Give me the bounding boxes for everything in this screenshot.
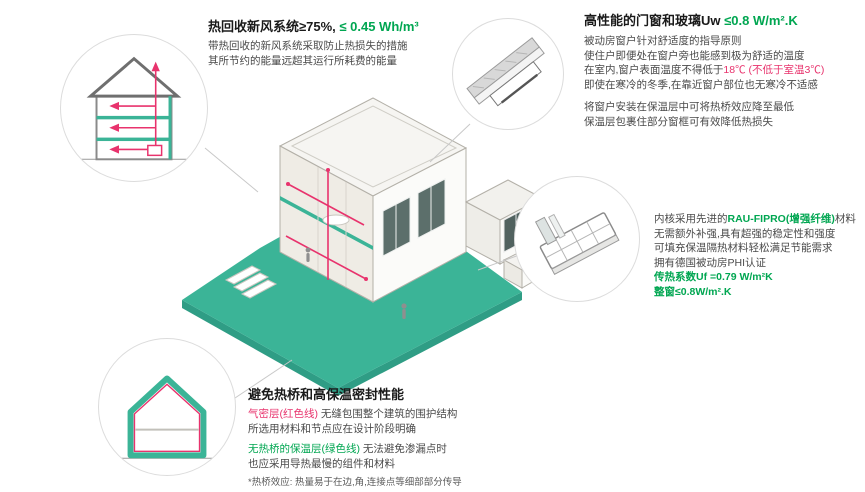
windows-title: 高性能的门窗和玻璃Uw ≤0.8 W/m².K (584, 12, 862, 29)
callout-windows: 高性能的门窗和玻璃Uw ≤0.8 W/m².K 被动房窗户针对舒适度的指导原则 … (584, 12, 862, 129)
heat-recovery-line2: 其所节约的能量远超其运行所耗费的能量 (208, 54, 397, 67)
window-corner-drawing (466, 37, 545, 107)
house-windows (382, 178, 446, 257)
thermal-line3-rest: 无法避免渗漏点时 (360, 443, 447, 455)
insulated-wall-strip (168, 96, 172, 160)
person-figure (305, 247, 407, 319)
heat-recovery-title: 热回收新风系统≥75%, ≤ 0.45 Wh/m³ (208, 18, 478, 35)
house-cutaway-illustration (168, 84, 548, 399)
windows-line1: 被动房窗户针对舒适度的指导原则 (584, 35, 742, 47)
windows-line3-main: 在室内,窗户表面温度不得低于 (584, 64, 724, 76)
thermal-line1: 气密层(红色线) 无缝包围整个建筑的围护结构 (248, 407, 568, 422)
ventilation-ducts (285, 168, 368, 281)
heat-recovery-unit (147, 144, 163, 157)
thermal-line2: 所选用材料和节点应在设计阶段明确 (248, 422, 416, 435)
callout-thermal: 避免热桥和高保温密封性能 气密层(红色线) 无缝包围整个建筑的围护结构 所选用材… (248, 386, 568, 491)
heat-recovery-section-drawing (78, 56, 190, 161)
thermal-insulation-label: 无热桥的保温层(绿色线) (248, 443, 360, 455)
profile-line2: 无需额外补强,具有超强的稳定性和强度 (654, 227, 836, 240)
frame-profile-detail-circle (514, 176, 640, 302)
airtight-layer-line (133, 383, 201, 453)
heat-recovery-line1: 带热回收的新风系统采取防止热损失的措施 (208, 40, 408, 52)
windows-line6: 保温层包裹住部分窗框可有效降低热损失 (584, 115, 773, 128)
air-flow-arrows (109, 61, 160, 156)
stairs (224, 265, 278, 299)
windows-line5: 将窗户安装在保温层中可将热桥效应降至最低 (584, 101, 794, 113)
heat-recovery-title-value: ≤ 0.45 Wh/m³ (335, 19, 419, 34)
profile-line3: 可填充保温隔热材料轻松满足节能需求 (654, 242, 833, 254)
windows-line3-temp: 18℃ (不低于室温3℃) (723, 64, 825, 76)
thermal-envelope-drawing (110, 375, 224, 459)
callout-profile: 内核采用先进的RAU-FIPRO(增强纤维)材料 无需额外补强,具有超强的稳定性… (654, 212, 864, 299)
windows-title-main: 高性能的门窗和玻璃Uw (584, 13, 725, 28)
spacer (584, 92, 862, 100)
profile-line1: 内核采用先进的RAU-FIPRO(增强纤维)材料 (654, 212, 864, 227)
profile-uw-value: 整窗≤0.8W/m².K (654, 285, 732, 298)
thermal-line4: 也应采用导热最慢的组件和材料 (248, 457, 395, 470)
house-interior (280, 167, 373, 287)
windows-line2: 使住户即便处在窗户旁也能感到极为舒适的温度 (584, 49, 805, 62)
profile-line1-suffix: 材料 (834, 213, 856, 225)
insulation-layer-line (127, 375, 207, 459)
thermal-footnote: *热桥效应: 热量易于在边,角,连接点等细部部分传导 (248, 477, 462, 488)
callout-heat-recovery: 热回收新风系统≥75%, ≤ 0.45 Wh/m³ 带热回收的新风系统采取防止热… (208, 18, 478, 68)
heat-recovery-title-main: 热回收新风系统≥75%, (208, 19, 336, 34)
profile-line1-material: RAU-FIPRO(增强纤维) (727, 213, 835, 225)
windows-line3: 在室内,窗户表面温度不得低于18℃ (不低于室温3℃) (584, 63, 862, 78)
windows-title-value: ≤0.8 W/m².K (724, 13, 798, 28)
thermal-line3: 无热桥的保温层(绿色线) 无法避免渗漏点时 (248, 442, 568, 457)
profile-uf-value: 传热系数Uf =0.79 W/m²K (654, 271, 773, 283)
thermal-line1-rest: 无缝包围整个建筑的围护结构 (318, 408, 458, 420)
thermal-title: 避免热桥和高保温密封性能 (248, 387, 405, 402)
thermal-envelope-detail-circle (98, 338, 236, 476)
window-install-detail-circle (452, 18, 564, 130)
profile-line4: 拥有德国被动房PHI认证 (654, 256, 767, 269)
heat-recovery-detail-circle (60, 34, 208, 182)
thermal-airtight-label: 气密层(红色线) (248, 408, 318, 420)
frame-profile-drawing (534, 212, 620, 276)
profile-line1-main: 内核采用先进的 (654, 213, 728, 225)
windows-line4: 即使在寒冷的冬季,在靠近窗户部位也无寒冷不适感 (584, 78, 818, 91)
